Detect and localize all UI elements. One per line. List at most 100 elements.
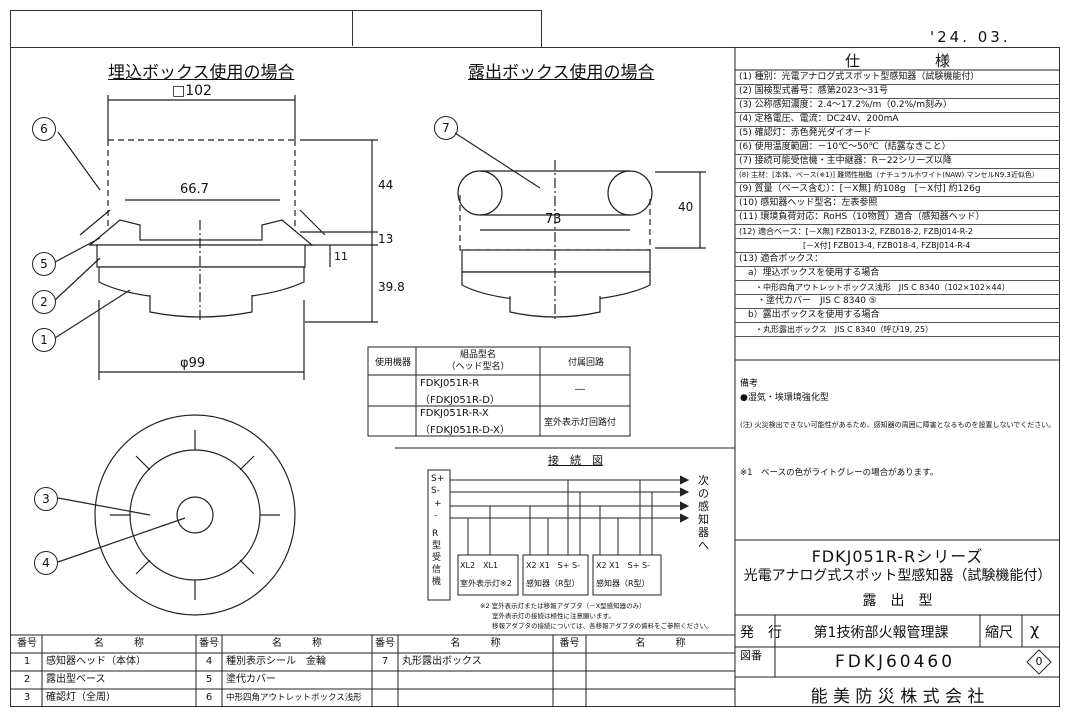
company-name: 能 美 防 災 株 式 会 社: [810, 687, 985, 707]
spec-row-12: (12) 適合ベース：[－X無] FZB013-2, FZB018-2, FZB…: [735, 225, 1060, 239]
part-no-6: 6: [205, 692, 213, 703]
part-name-3: 確認灯（全周）: [46, 692, 116, 703]
spec-row-2: (2) 国検型式番号：感第2023～31号: [735, 85, 1060, 99]
spec-row-14: (13) 適合ボックス：: [735, 253, 1060, 267]
revision-number: 0: [1035, 655, 1043, 668]
drawing-label: 図番: [740, 649, 762, 662]
spec-row-11: (11) 環境負荷対応：RoHS（10物質）適合（感知器ヘッド）: [735, 211, 1060, 225]
box2-label: 感知器（R型）: [526, 579, 580, 588]
parts-header-name-3: 名 称: [450, 638, 501, 649]
combo-header-model: 組品型名 （ヘッド型名）: [446, 350, 510, 372]
dim-40: 40: [678, 200, 694, 214]
parts-header-no-1: 番号: [17, 638, 37, 649]
combo-row2-model: FDKJ051R-R-X: [420, 408, 489, 419]
receiver-label: R型受信機: [432, 529, 442, 587]
embedded-side-view: [54, 95, 378, 380]
parts-table-lines: [10, 634, 735, 707]
part-no-5: 5: [205, 674, 213, 685]
callout-3: 3: [34, 487, 58, 511]
header-divider: [352, 10, 353, 46]
part-no-3: 3: [23, 692, 31, 703]
wiring-note-a: ※2 室外表示灯または移報アダプタ（－X型感知器のみ）: [480, 602, 646, 610]
spec-row-18: b）露出ボックスを使用する場合: [735, 309, 1060, 323]
remarks-note: (注) 火災検出できない可能性があるため、感知器の周囲に障害となるものを設置しな…: [740, 421, 1056, 429]
spec-row-15: a）埋込ボックスを使用する場合: [735, 267, 1060, 281]
terminal-s-minus: S-: [431, 486, 440, 496]
dim-13: 13: [378, 232, 394, 246]
parts-header-name-2: 名 称: [272, 638, 322, 649]
parts-header-no-4: 番号: [559, 638, 580, 649]
remarks-label: 備考: [740, 379, 759, 389]
spec-row-5: (5) 確認灯：赤色発光ダイオード: [735, 127, 1060, 141]
spec-row-16: ・中形四角アウトレットボックス浅形 JIS C 8340（102×102×44）: [735, 281, 1060, 295]
callout-2: 2: [32, 290, 56, 314]
wiring-note-b: 室外表示灯の接続は極性に注意願います。: [492, 612, 615, 620]
spec-row-17: ・塗代カバー JIS C 8340 ⑤: [735, 295, 1060, 309]
parts-header-no-2: 番号: [199, 638, 219, 649]
dim-73: 73: [545, 212, 562, 227]
spec-title: 仕 様: [844, 52, 950, 70]
combo-header-circuit: 付属回路: [567, 358, 604, 368]
wiring-title: 接 続 図: [548, 454, 603, 467]
spec-list: (1) 種別：光電アナログ式スポット型感知器（試験機能付） (2) 国検型式番号…: [735, 71, 1060, 341]
spec-row-7: (7) 接続可能受信機・主中継器：R－22シリーズ以降: [735, 155, 1060, 169]
spec-row-8: (8) 主材：[本体、ベース(※1)] 難燃性樹脂（ナチュラルホワイト(NAW)…: [735, 169, 1060, 183]
embedded-title: 埋込ボックス使用の場合: [108, 63, 295, 83]
remarks-note1: ※1 ベースの色がライトグレーの場合があります。: [740, 468, 939, 478]
parts-header-name-1: 名 称: [94, 638, 144, 649]
terminal-s-plus: S+: [431, 474, 445, 484]
scale-value: χ: [1030, 620, 1040, 639]
part-name-6: 中形四角アウトレットボックス浅形: [226, 693, 362, 703]
box1-label: 室外表示灯※2: [460, 579, 512, 588]
spec-row-9: (9) 質量（ベース含む）：[－X無] 約108g [－X付] 約126g: [735, 183, 1060, 197]
spec-row-19: ・丸形露出ボックス JIS C 8340（呼び19, 25）: [735, 323, 1060, 337]
date-label: '24. 03.: [930, 28, 1011, 46]
part-no-7: 7: [381, 656, 389, 667]
scale-label: 縮尺: [985, 625, 1013, 641]
issue-label: 発 行: [740, 625, 782, 641]
combo-row2-head: （FDKJ051R-D-X）: [420, 425, 510, 436]
next-detector-label: 次の感知器へ: [698, 474, 709, 552]
combo-header-device: 使用機器: [374, 358, 411, 368]
dim-phi99: φ99: [180, 356, 206, 371]
combo-table-lines: [367, 346, 631, 437]
dim-11: 11: [334, 250, 348, 263]
spec-row-10: (10) 感知器ヘッド型名：左表参照: [735, 197, 1060, 211]
box1-terms: XL2 XL1: [460, 561, 499, 570]
product-type: 露 出 型: [862, 593, 933, 609]
part-name-4: 種別表示シール 金輪: [226, 656, 326, 667]
wiring-diagram: [395, 447, 735, 601]
spec-row-3: (3) 公称感知濃度：2.4～17.2%/m（0.2%/m刻み）: [735, 99, 1060, 113]
box3-label: 感知器（R型）: [596, 579, 650, 588]
callout-1: 1: [32, 328, 56, 352]
combo-row1-head: （FDKJ051R-D）: [420, 395, 500, 406]
callout-6: 6: [32, 117, 56, 141]
part-no-2: 2: [23, 674, 31, 685]
combo-row1-model: FDKJ051R-R: [420, 378, 480, 389]
spec-row-1: (1) 種別：光電アナログ式スポット型感知器（試験機能付）: [735, 71, 1060, 85]
drawing-number: FDKJ60460: [834, 652, 956, 672]
remarks-line1: ●湿気・埃環境強化型: [740, 393, 829, 403]
dim-398: 39.8: [378, 280, 405, 294]
series-name: FDKJ051R-Rシリーズ: [811, 547, 984, 566]
spec-row-4: (4) 定格電圧、電流：DC24V、200mA: [735, 113, 1060, 127]
spec-row-6: (6) 使用温度範囲：－10℃～50℃（結露なきこと）: [735, 141, 1060, 155]
wiring-note-c: 移報アダプタの接続については、各移報アダプタの資料をご参照ください。: [492, 622, 713, 630]
callout-7: 7: [434, 116, 458, 140]
right-panel-lines: [734, 47, 1060, 707]
product-name: 光電アナログ式スポット型感知器（試験機能付）: [743, 568, 1052, 584]
terminal-minus: -: [434, 511, 438, 521]
dim-box102: □102: [172, 83, 212, 99]
combo-row1-circuit: ―: [575, 384, 585, 395]
part-name-7: 丸形露出ボックス: [402, 656, 482, 667]
part-name-5: 塗代カバー: [226, 674, 276, 685]
callout-4: 4: [34, 551, 58, 575]
parts-header-name-4: 名 称: [635, 638, 686, 649]
part-no-4: 4: [205, 656, 213, 667]
part-no-1: 1: [23, 656, 31, 667]
exposed-title: 露出ボックス使用の場合: [468, 63, 655, 83]
terminal-plus: +: [434, 499, 442, 509]
part-name-1: 感知器ヘッド（本体）: [46, 656, 146, 667]
spec-row-13: [－X付] FZB013-4, FZB018-4, FZBJ014-R-4: [735, 239, 1060, 253]
